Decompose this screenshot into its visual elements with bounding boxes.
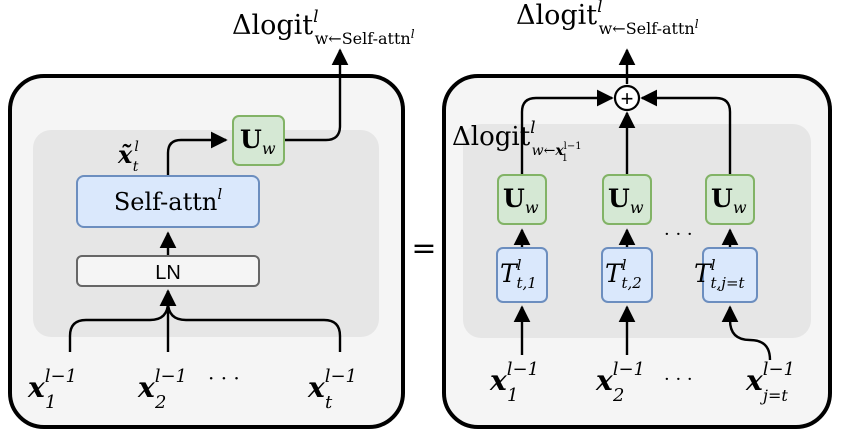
- left-input-arrows: [68, 48, 349, 352]
- sum-node: [613, 84, 641, 112]
- right-uw-block-1: [497, 174, 547, 225]
- right-ellipsis-mid: · · ·: [664, 224, 693, 245]
- t-block-2: [601, 247, 653, 303]
- ln-block: [76, 255, 260, 287]
- ln-label: LN: [155, 262, 181, 284]
- self-attn-block: [76, 175, 260, 228]
- left-inner-region: [33, 130, 379, 337]
- right-uw-label-1: Uw: [503, 184, 539, 217]
- t-block-3: [702, 247, 758, 303]
- right-uw-label-2: Uw: [608, 184, 644, 217]
- left-ellipsis: · · ·: [208, 366, 240, 390]
- right-uw-block-2: [602, 174, 652, 225]
- t-block-1: [496, 247, 548, 303]
- right-ellipsis-bottom: · · ·: [664, 369, 693, 390]
- self-attn-label: Self-attnl: [114, 185, 223, 216]
- right-uw-label-3: Uw: [711, 184, 747, 217]
- right-inner-region: [463, 124, 811, 338]
- right-uw-block-3: [705, 174, 755, 225]
- left-uw-label: Uw: [240, 125, 276, 158]
- equals-sign: =: [411, 231, 436, 266]
- left-uw-block: [232, 115, 285, 166]
- sum-symbol: +: [621, 86, 634, 111]
- right-arrows: [513, 48, 772, 361]
